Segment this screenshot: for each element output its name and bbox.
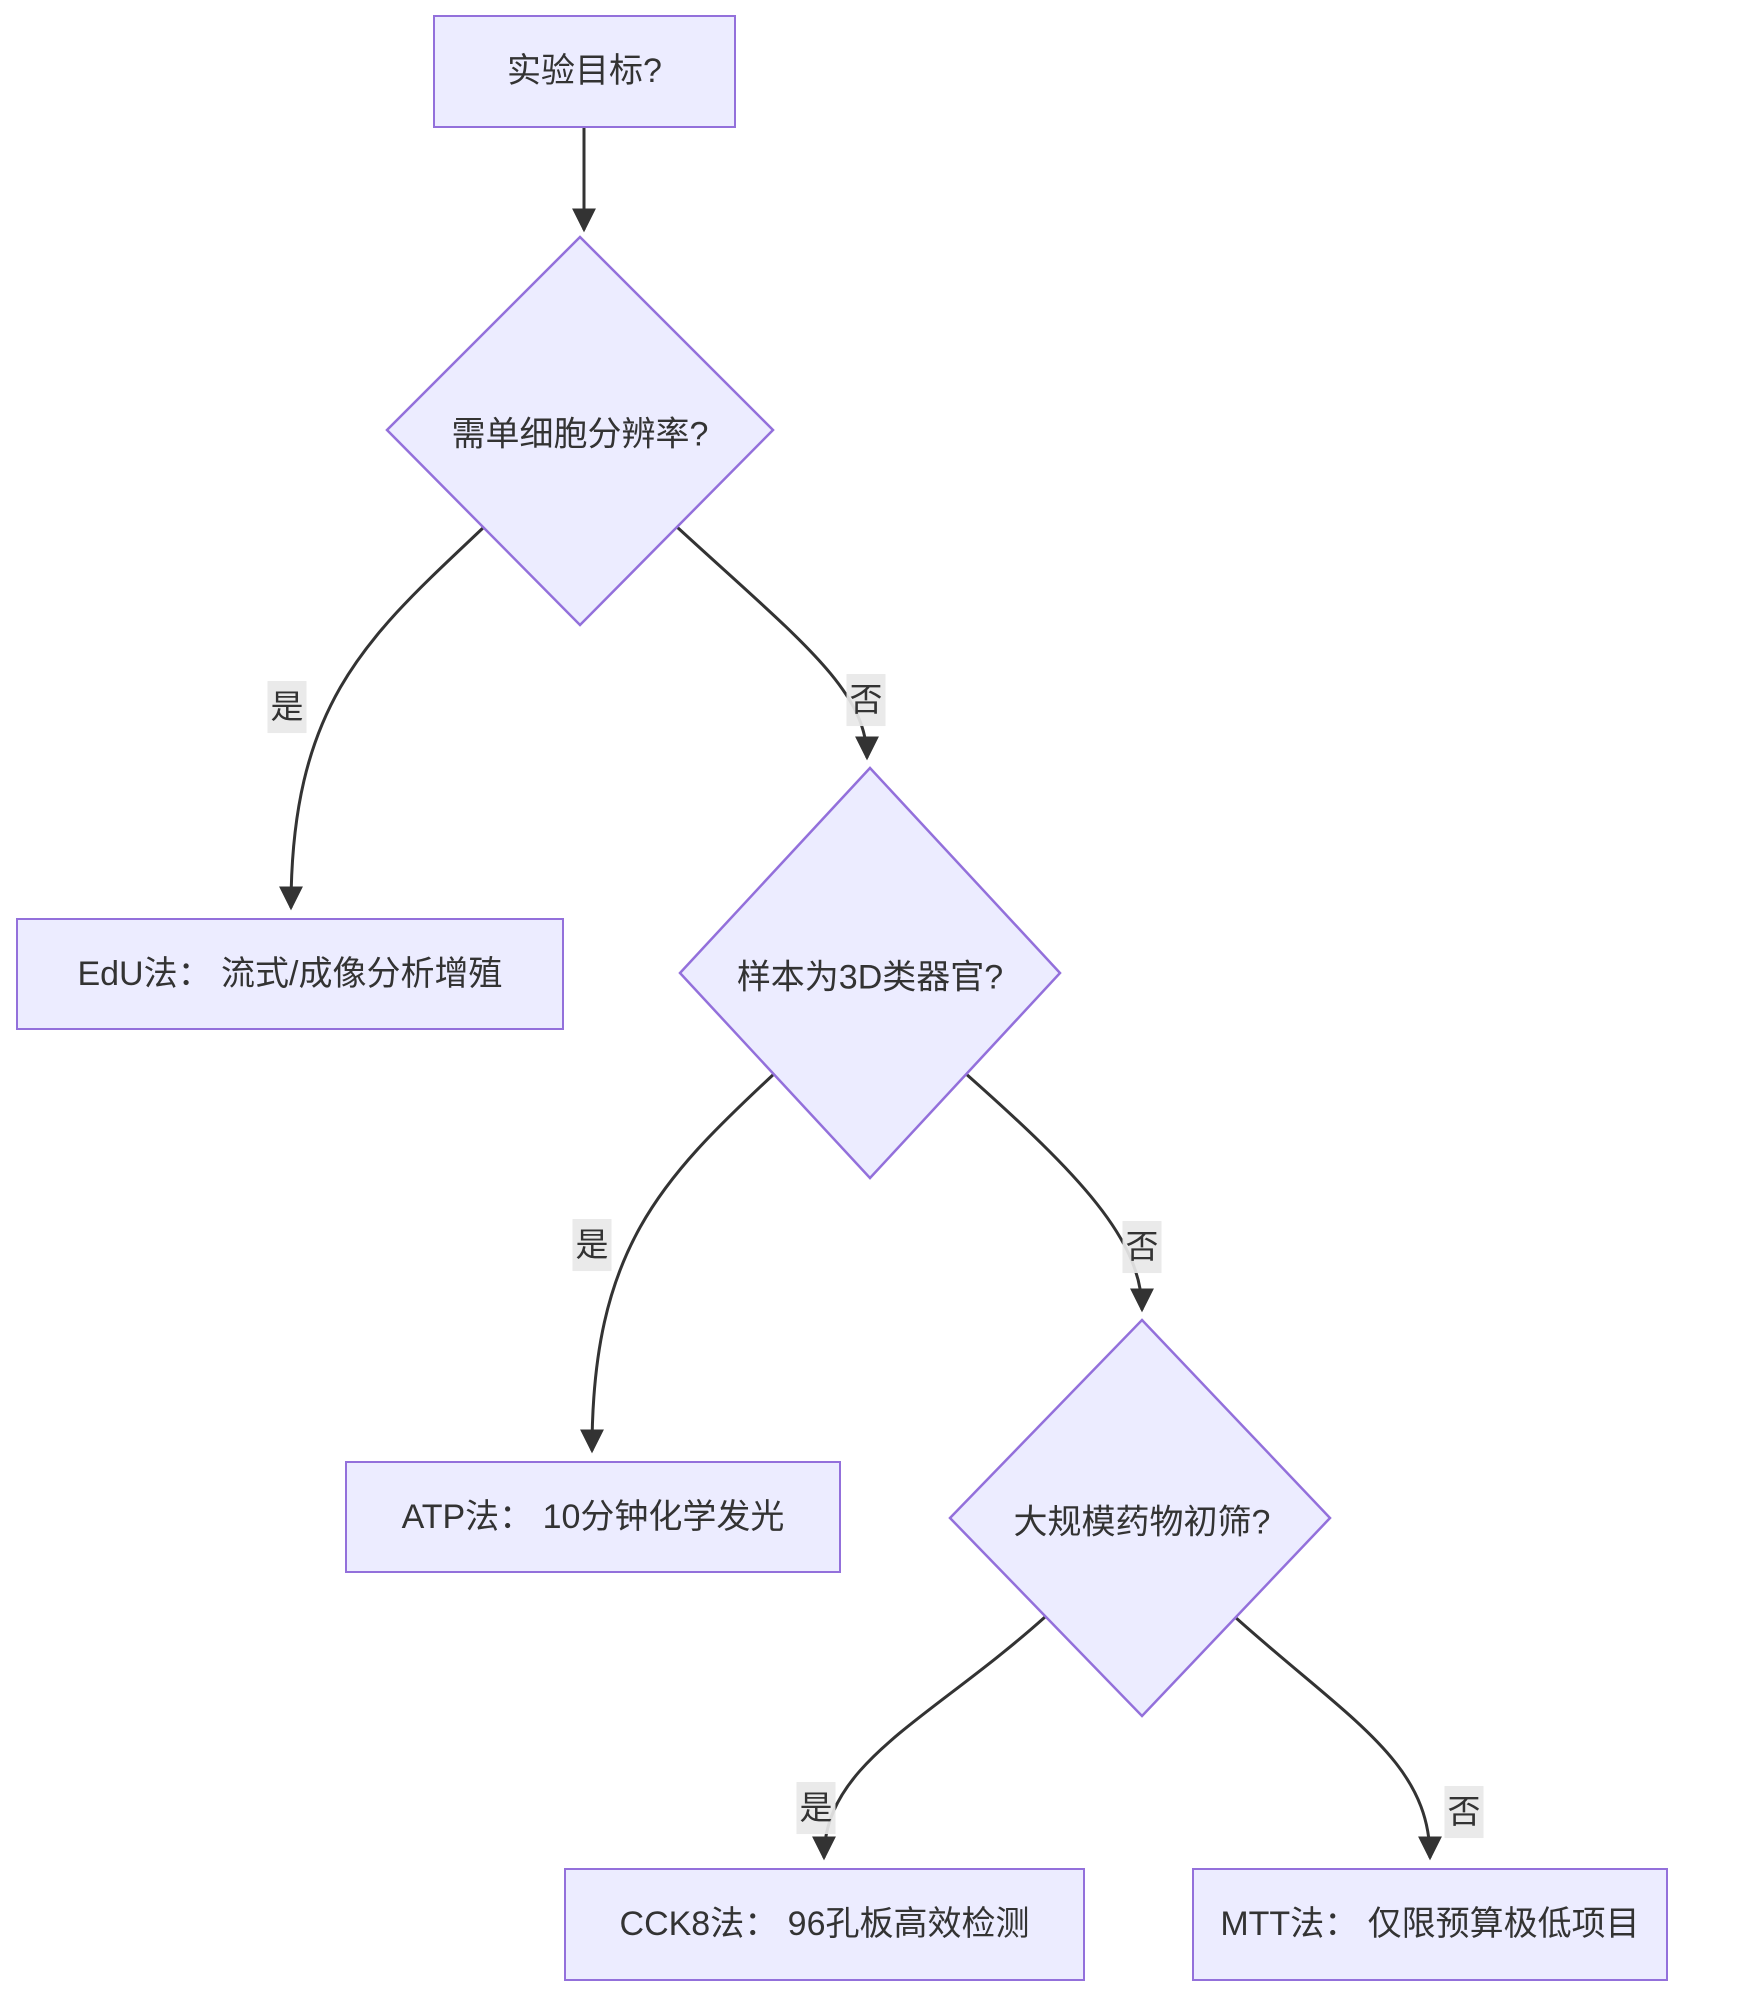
node-edu-label: EdU法： 流式/成像分析增殖 [77,954,503,993]
node-edu-result: EdU法： 流式/成像分析增殖 [16,918,564,1030]
edge-q3-to-cck8 [812,1615,1047,1861]
node-cck8-result: CCK8法： 96孔板高效检测 [564,1868,1085,1981]
edge-label-q2-atp-yes: 是 [572,1219,612,1271]
edge-label-q1-edu-yes: 是 [267,681,307,733]
edge-q1-to-q2 [675,525,879,761]
node-q2-label: 样本为3D类器官? [736,958,1004,997]
edge-label-q3-cck8-yes: 是 [796,1782,836,1834]
node-atp-result: ATP法： 10分钟化学发光 [345,1461,841,1573]
edge-q2-to-q3 [964,1071,1154,1313]
edge-q2-to-atp [580,1071,777,1454]
edge-q1-to-edu [279,525,486,911]
node-start-label: 实验目标? [507,52,662,91]
node-mtt-result: MTT法： 仅限预算极低项目 [1192,1868,1668,1981]
decision-diamond-q3 [948,1318,1332,1718]
decision-diamond-q1 [385,235,775,627]
decision-diamond-q2 [678,766,1062,1180]
edge-label-q2-q3-no: 否 [1122,1221,1162,1273]
edge-q3-to-mtt [1233,1615,1442,1861]
edge-label-q1-q2-no: 否 [846,674,886,726]
node-q1-label: 需单细胞分辨率? [451,415,709,454]
edge-label-q3-mtt-no: 否 [1444,1786,1484,1838]
node-start: 实验目标? [433,15,736,128]
node-atp-label: ATP法： 10分钟化学发光 [401,1497,785,1536]
node-q3-label: 大规模药物初筛? [1013,1503,1271,1542]
node-cck8-label: CCK8法： 96孔板高效检测 [619,1905,1030,1944]
node-mtt-label: MTT法： 仅限预算极低项目 [1220,1905,1640,1944]
